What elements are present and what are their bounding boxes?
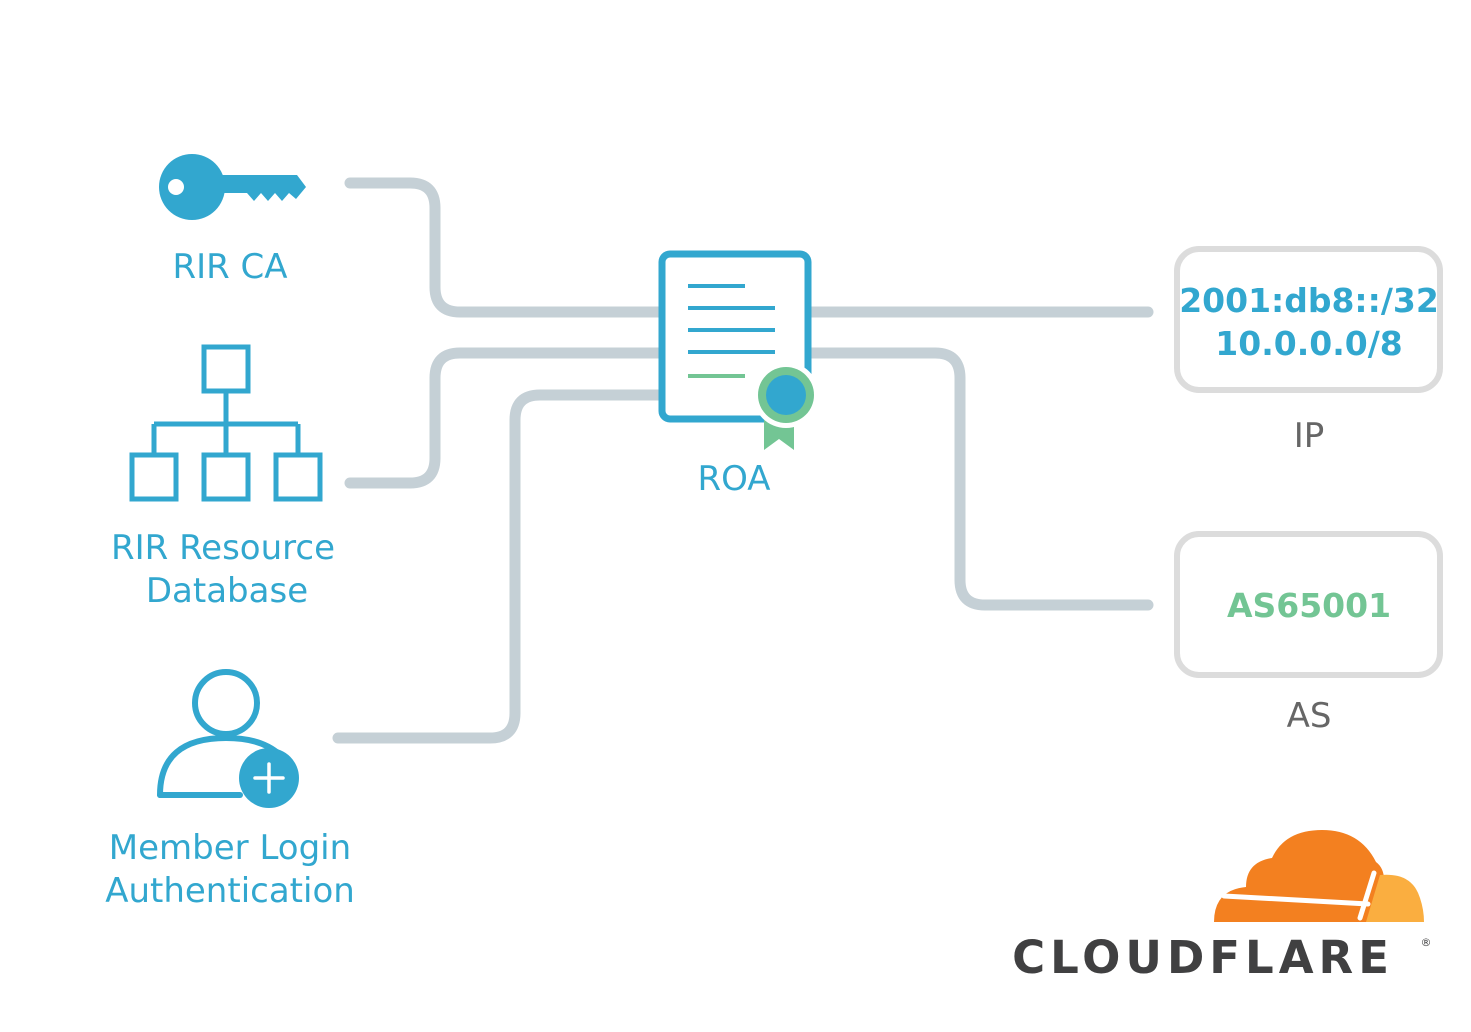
key-icon [159, 154, 306, 220]
member-label-line1: Member Login [109, 828, 351, 868]
rir-db-label-line1: RIR Resource [111, 528, 335, 568]
ip-prefix-v4: 10.0.0.0/8 [1215, 324, 1402, 363]
rir-db-label-line2: Database [146, 571, 308, 611]
user-plus-icon [157, 669, 299, 808]
org-chart-icon [129, 344, 323, 502]
rir-ca-label: RIR CA [172, 247, 287, 287]
badge-icon [753, 362, 819, 450]
roa-label: ROA [697, 459, 770, 499]
as-box: AS65001 [1174, 531, 1443, 678]
as-caption: AS [1287, 696, 1332, 736]
connector-as [802, 347, 1154, 611]
connector-rir-db [344, 347, 666, 489]
connector-member [332, 389, 666, 744]
as-number: AS65001 [1227, 586, 1391, 625]
ip-box: 2001:db8::/32 10.0.0.0/8 [1174, 246, 1443, 393]
registered-mark: ® [1421, 936, 1432, 949]
connectors [332, 177, 1154, 744]
member-label-line2: Authentication [105, 871, 355, 911]
certificate-icon [658, 250, 819, 450]
cloudflare-cloud-icon [1214, 830, 1424, 922]
cloudflare-logo: CLOUDFLARE ® [1012, 830, 1432, 984]
cloudflare-wordmark: CLOUDFLARE [1012, 931, 1394, 984]
ip-caption: IP [1294, 416, 1325, 456]
ip-prefix-v6: 2001:db8::/32 [1179, 281, 1439, 320]
connector-rir-ca [344, 177, 666, 318]
